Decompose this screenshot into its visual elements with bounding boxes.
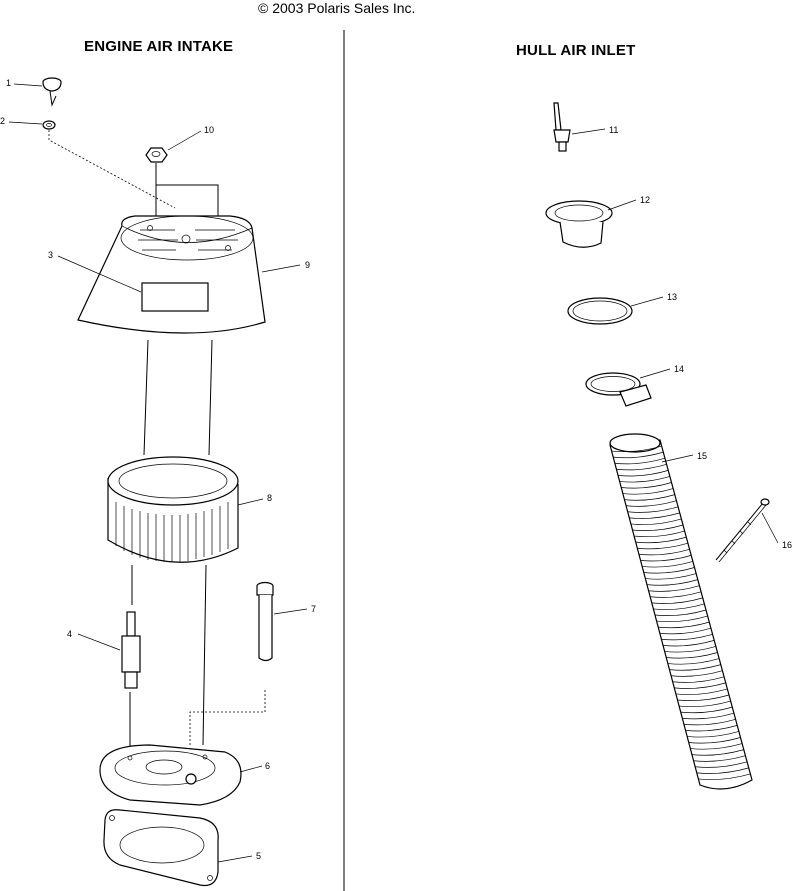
- part-11-fitting: [553, 102, 571, 152]
- callout-8: 8: [267, 493, 272, 503]
- right-callout-numbers: 11 12 13 14 15 16: [609, 125, 792, 550]
- part-15-hose: [609, 433, 753, 790]
- part-6-base: [99, 744, 242, 806]
- callout-3: 3: [48, 250, 53, 260]
- copyright-notice: © 2003 Polaris Sales Inc.: [258, 0, 416, 16]
- callout-15: 15: [697, 451, 707, 461]
- part-7-tube: [256, 581, 274, 662]
- assembly-line-washer: [48, 130, 176, 209]
- cover-label-plate: [141, 282, 209, 312]
- section-title-hull-air-inlet: HULL AIR INLET: [516, 42, 636, 59]
- part-13-oring: [567, 297, 633, 325]
- part-9-cover: [77, 215, 266, 334]
- part-12-sleeve: [545, 200, 613, 248]
- callout-7: 7: [311, 604, 316, 614]
- part-2-washer: [42, 120, 56, 130]
- callout-13: 13: [667, 292, 677, 302]
- callout-12: 12: [640, 195, 650, 205]
- part-4-fitting: [121, 611, 141, 689]
- part-14-clamp: [585, 372, 652, 407]
- assembly-line-tube: [189, 690, 266, 745]
- callout-14: 14: [674, 364, 684, 374]
- callout-1: 1: [6, 78, 11, 88]
- left-callout-leaders: [8, 83, 308, 863]
- callout-16: 16: [782, 540, 792, 550]
- callout-10: 10: [204, 125, 214, 135]
- part-16-strap: [715, 498, 770, 563]
- part-10-nut: [145, 147, 168, 163]
- callout-4: 4: [67, 629, 72, 639]
- section-title-engine-air-intake: ENGINE AIR INTAKE: [84, 38, 234, 55]
- callout-5: 5: [256, 851, 261, 861]
- part-5-gasket: [103, 809, 219, 887]
- callout-2: 2: [0, 116, 5, 126]
- callout-6: 6: [265, 761, 270, 771]
- callout-11: 11: [609, 125, 618, 135]
- left-callout-numbers: 1 2 10 3 9 8 7 4 6 5: [0, 78, 316, 861]
- part-8-filter: [107, 456, 239, 563]
- part-1-knob: [42, 77, 62, 107]
- callout-9: 9: [305, 260, 310, 270]
- assembly-line-nut: [155, 163, 219, 225]
- right-callout-leaders: [571, 128, 779, 544]
